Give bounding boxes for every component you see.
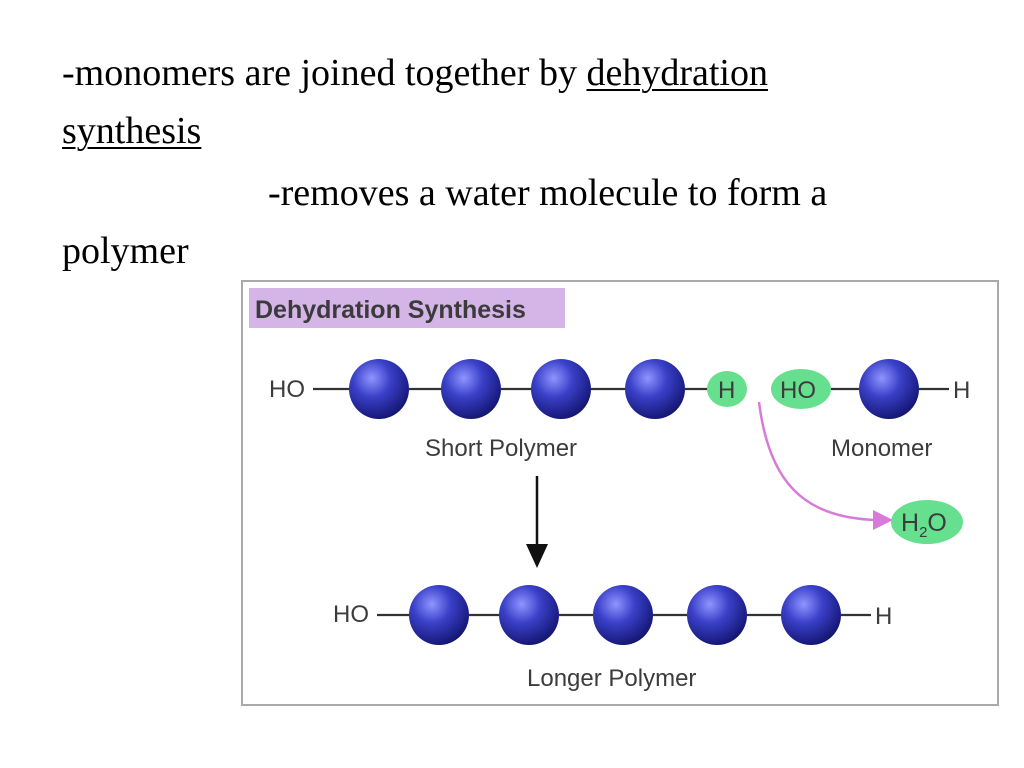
longer-polymer-caption: Longer Polymer [527, 665, 696, 692]
water-release-arrow [757, 401, 876, 522]
water-subscript: 2 [919, 524, 927, 541]
longer-polymer-right-end: H [875, 603, 892, 630]
monomer-left-end: HO [780, 377, 816, 404]
diagram-svg: Dehydration Synthesis HO H Short Polymer… [249, 288, 970, 692]
text-line-4: polymer [62, 230, 189, 272]
hydroxyl-highlight [771, 369, 831, 409]
slide-text: -monomers are joined together by dehydra… [62, 44, 962, 280]
longer-polymer-bead [409, 585, 469, 645]
monomer-right-end: H [953, 377, 970, 404]
longer-polymer-bead [499, 585, 559, 645]
longer-polymer-left-end: HO [333, 601, 369, 628]
short-polymer-caption: Short Polymer [425, 435, 577, 462]
line1-prefix: -monomers are joined together by [62, 52, 587, 94]
longer-polymer-bead [781, 585, 841, 645]
text-line-2: synthesis [62, 102, 962, 160]
svg-text:H2O: H2O [901, 509, 947, 541]
short-polymer-bead [531, 359, 591, 419]
longer-polymer-bead [687, 585, 747, 645]
diagram-title: Dehydration Synthesis [255, 296, 526, 324]
longer-polymer-bead [593, 585, 653, 645]
hydrogen-highlight [707, 371, 747, 407]
monomer-caption: Monomer [831, 435, 932, 462]
short-polymer: HO H Short Polymer [269, 359, 747, 462]
short-polymer-bead [625, 359, 685, 419]
water-h: H [901, 509, 919, 537]
reaction-arrow-head [526, 544, 548, 568]
dehydration-diagram: Dehydration Synthesis HO H Short Polymer… [241, 280, 999, 706]
water-o: O [927, 509, 946, 537]
term-dehydration: dehydration [586, 52, 768, 94]
short-polymer-left-end: HO [269, 376, 305, 403]
monomer-bead [859, 359, 919, 419]
short-polymer-right-end: H [718, 377, 735, 404]
water-molecule: H2O [891, 500, 963, 544]
text-line-3: -removes a water molecule to form a [268, 172, 828, 214]
longer-polymer: HO H Longer Polymer [333, 585, 892, 692]
short-polymer-bead [349, 359, 409, 419]
title-highlight [249, 288, 565, 328]
monomer: HO H Monomer [771, 359, 970, 462]
water-highlight [891, 500, 963, 544]
text-line-1: -monomers are joined together by dehydra… [62, 44, 962, 102]
term-synthesis: synthesis [62, 110, 202, 152]
short-polymer-bead [441, 359, 501, 419]
water-arrow-head [873, 510, 893, 530]
